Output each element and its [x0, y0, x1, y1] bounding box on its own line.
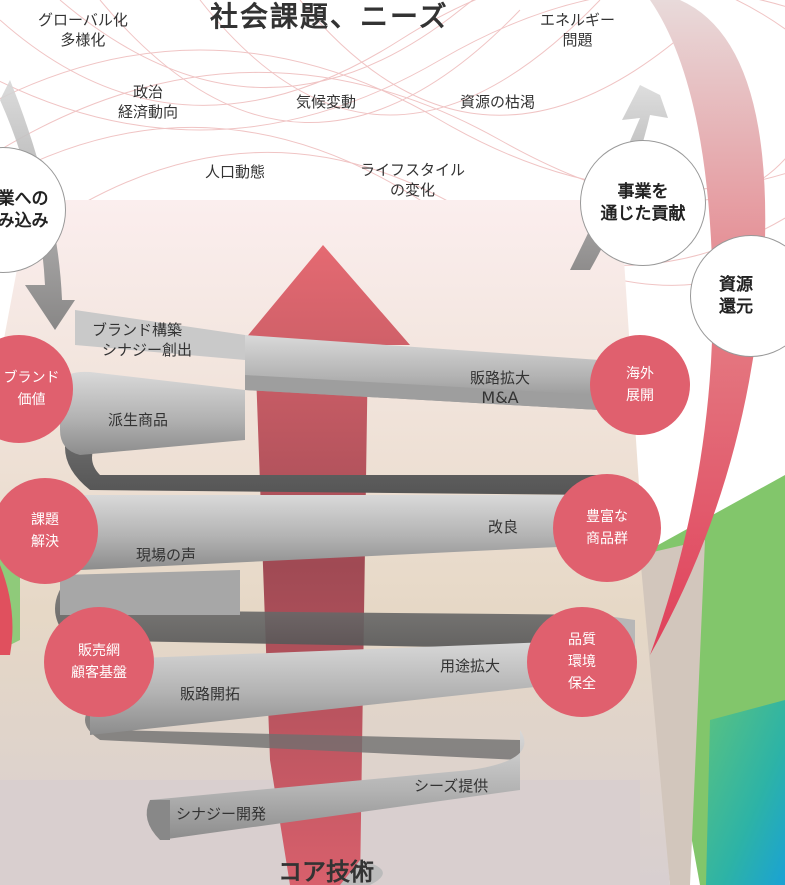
label-voice-of-field-line1: 現場の声 [136, 546, 197, 564]
label-voice-of-field: 現場の声 [136, 545, 196, 565]
label-sales-expansion-line1: 販路拡大 [470, 369, 531, 387]
label-seeds-provision: シーズ提供 [414, 776, 488, 796]
need-climate-line1: 気候変動 [296, 93, 357, 111]
circle-contribution-line2: 通じた貢献 [600, 204, 686, 224]
label-brand-building: ブランド構築 シナジー創出 [82, 320, 192, 360]
circle-contribution: 事業を 通じた貢献 [580, 140, 706, 266]
need-politics: 政治 経済動向 [118, 82, 178, 122]
circle-product-lineup-line2: 商品群 [586, 531, 628, 547]
need-energy: エネルギー 問題 [540, 10, 615, 50]
need-globalization-line1: グローバル化 [38, 11, 128, 29]
need-globalization: グローバル化 多様化 [38, 10, 128, 50]
label-use-expansion: 用途拡大 [440, 656, 500, 676]
circle-business-integration-line2: み込み [0, 211, 49, 231]
label-brand-building-line2: シナジー創出 [102, 341, 193, 359]
circle-resource-return: 資源 還元 [690, 235, 785, 357]
core-technology-label: コア技術 [278, 858, 374, 885]
circle-brand-value-line2: 価値 [17, 392, 46, 408]
need-globalization-line2: 多様化 [60, 31, 106, 49]
circle-overseas-line1: 海外 [626, 366, 654, 382]
circle-resource-return-line2: 還元 [719, 297, 753, 317]
need-lifestyle-line1: ライフスタイル [360, 161, 466, 179]
need-lifestyle-line2: の変化 [390, 181, 436, 199]
label-sales-expansion: 販路拡大 M&A [470, 368, 530, 408]
page-title: 社会課題、ニーズ [210, 0, 449, 33]
label-synergy-development: シナジー開発 [176, 804, 266, 824]
need-energy-line2: 問題 [562, 31, 593, 49]
label-seeds-provision-line1: シーズ提供 [414, 777, 489, 795]
label-derivative-products-line1: 派生商品 [108, 411, 169, 429]
circle-quality-line2: 環境 [568, 654, 596, 670]
circle-business-integration-line1: 業への [0, 189, 49, 209]
circle-product-lineup-line1: 豊富な [586, 509, 628, 525]
circle-problem-solving-line1: 課題 [31, 512, 59, 528]
circle-quality-line1: 品質 [568, 632, 596, 648]
label-brand-building-line1: ブランド構築 [92, 321, 183, 339]
circle-overseas-line2: 展開 [626, 388, 654, 404]
label-use-expansion-line1: 用途拡大 [440, 657, 501, 675]
label-improvement-line1: 改良 [488, 518, 519, 536]
circle-problem-solving-line2: 解決 [31, 534, 59, 550]
need-politics-line2: 経済動向 [118, 103, 179, 121]
need-population-line1: 人口動態 [205, 163, 266, 181]
label-channel-development: 販路開拓 [180, 684, 240, 704]
circle-sales-network: 販売網 顧客基盤 [44, 607, 154, 717]
need-lifestyle: ライフスタイル の変化 [360, 160, 465, 200]
circle-sales-network-line1: 販売網 [78, 643, 120, 659]
need-climate: 気候変動 [296, 92, 356, 112]
circle-brand-value-line1: ブランド [3, 370, 60, 386]
circle-overseas: 海外 展開 [590, 335, 690, 435]
circle-contribution-line1: 事業を [617, 182, 669, 202]
circle-product-lineup: 豊富な 商品群 [553, 474, 661, 582]
label-derivative-products: 派生商品 [108, 410, 168, 430]
need-resources: 資源の枯渇 [460, 92, 535, 112]
circle-quality: 品質 環境 保全 [527, 607, 637, 717]
need-energy-line1: エネルギー [540, 11, 616, 29]
circle-problem-solving: 課題 解決 [0, 478, 98, 584]
label-synergy-development-line1: シナジー開発 [176, 805, 267, 823]
circle-resource-return-line1: 資源 [719, 275, 753, 295]
label-channel-development-line1: 販路開拓 [180, 685, 241, 703]
circle-sales-network-line2: 顧客基盤 [71, 665, 127, 681]
need-resources-line1: 資源の枯渇 [460, 93, 536, 111]
circle-quality-line3: 保全 [568, 676, 596, 692]
label-improvement: 改良 [488, 517, 518, 537]
need-population: 人口動態 [205, 162, 265, 182]
label-sales-expansion-line2: M&A [481, 388, 519, 407]
need-politics-line1: 政治 [133, 83, 164, 101]
